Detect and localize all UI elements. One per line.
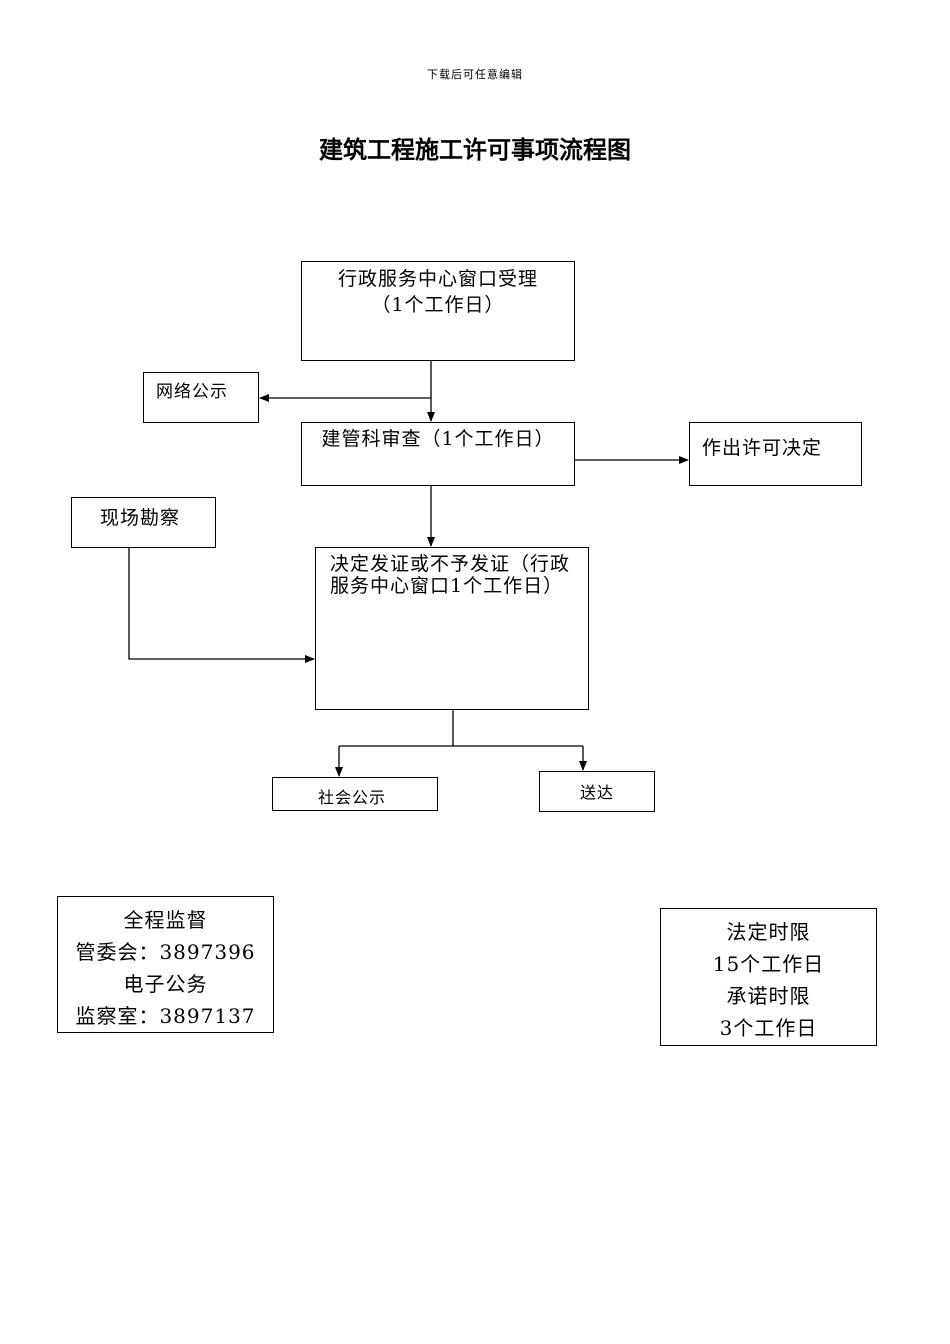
node-window-acceptance-line2: （1个工作日） [371, 294, 505, 316]
time-limit-line2: 15个工作日 [712, 952, 825, 976]
node-window-acceptance: 行政服务中心窗口受理 （1个工作日） [301, 261, 575, 361]
node-permit-decision-label: 作出许可决定 [702, 437, 823, 459]
node-site-survey-label: 现场勘察 [100, 507, 181, 529]
supervision-line3: 电子公务 [123, 972, 208, 996]
supervision-box: 全程监督 管委会：3897396 电子公务 监察室：3897137 [57, 896, 274, 1033]
supervision-line4: 监察室：3897137 [75, 1004, 256, 1028]
node-delivery-label: 送达 [580, 783, 615, 802]
node-network-publicity: 网络公示 [143, 372, 259, 423]
node-issue-decision-label: 决定发证或不予发证（行政服务中心窗口1个工作日） [330, 553, 571, 597]
time-limit-line4: 3个工作日 [719, 1016, 818, 1040]
supervision-line2: 管委会：3897396 [75, 940, 256, 964]
node-permit-decision: 作出许可决定 [689, 422, 862, 486]
time-limit-line3: 承诺时限 [726, 984, 811, 1008]
node-construction-review: 建管科审查（1个工作日） [301, 422, 575, 486]
node-delivery: 送达 [539, 771, 655, 812]
supervision-line1: 全程监督 [123, 908, 208, 932]
time-limit-line1: 法定时限 [726, 920, 811, 944]
node-social-publicity-label: 社会公示 [318, 788, 387, 807]
page-title: 建筑工程施工许可事项流程图 [319, 136, 631, 164]
node-site-survey: 现场勘察 [71, 497, 216, 548]
node-construction-review-label: 建管科审查（1个工作日） [321, 428, 555, 450]
arrow-survey-to-issue [128, 548, 315, 663]
node-issue-decision: 决定发证或不予发证（行政服务中心窗口1个工作日） [315, 547, 589, 710]
node-window-acceptance-line1: 行政服务中心窗口受理 [337, 268, 538, 290]
time-limit-box: 法定时限 15个工作日 承诺时限 3个工作日 [660, 908, 877, 1046]
node-social-publicity: 社会公示 [272, 777, 438, 811]
node-network-publicity-label: 网络公示 [156, 382, 228, 402]
page-header: 下载后可任意编辑 [427, 68, 523, 81]
